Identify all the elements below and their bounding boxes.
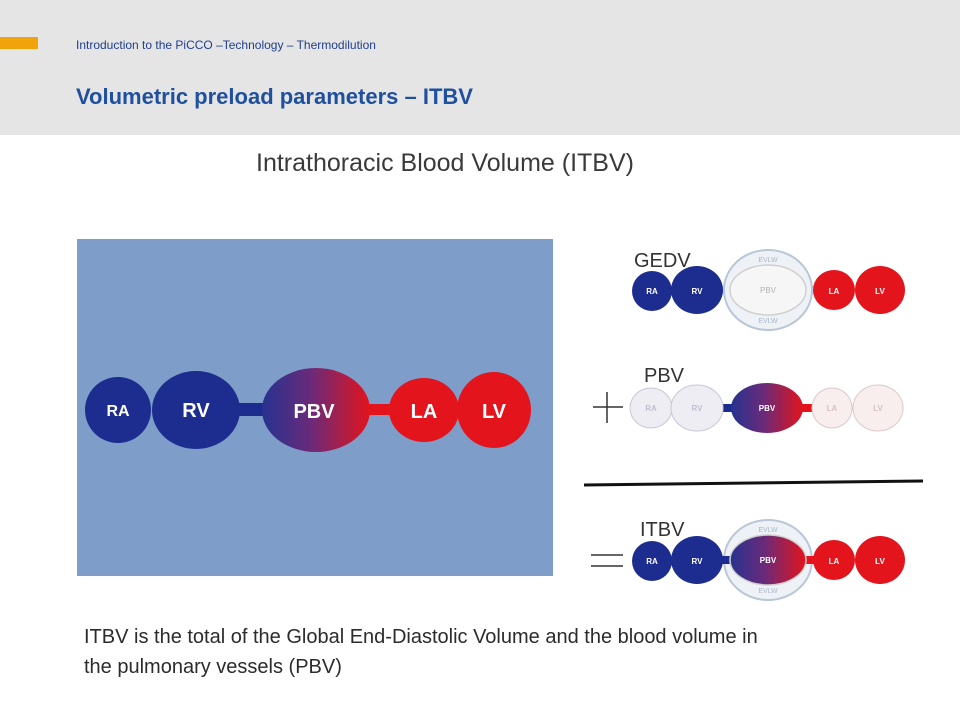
main-chamber-lv <box>457 372 531 448</box>
itbv-chamber-la <box>813 540 855 580</box>
main-label-lv: LV <box>482 401 507 423</box>
slide-title: Volumetric preload parameters – ITBV <box>76 84 473 109</box>
pbv-diagram: RA RV PBV LA LV <box>629 383 904 433</box>
plus-sign-icon <box>593 392 623 423</box>
main-label-la: LA <box>411 401 438 423</box>
gedv-chamber-lv <box>855 266 905 314</box>
caption-line-1: ITBV is the total of the Global End-Dias… <box>84 626 758 648</box>
pbv-label: PBV <box>644 365 685 387</box>
pbv-row-label-pbv: PBV <box>759 404 776 413</box>
diagram-title: Intrathoracic Blood Volume (ITBV) <box>256 149 634 177</box>
itbv-chamber-lv <box>855 536 905 584</box>
gedv-label-rv: RV <box>692 287 704 296</box>
gedv-label-pbv: PBV <box>760 286 777 295</box>
gedv-label: GEDV <box>634 250 691 272</box>
pbv-row-label-la: LA <box>827 404 838 413</box>
slide-header: Introduction to the PiCCO –Technology – … <box>0 0 960 135</box>
itbv-chamber-pbv <box>729 534 807 586</box>
pbv-connector-right <box>798 404 814 412</box>
itbv-label-rv: RV <box>692 557 704 566</box>
main-chamber-rv <box>152 371 240 449</box>
itbv-connector-left <box>718 556 734 564</box>
pbv-row-label-ra: RA <box>645 404 657 413</box>
pbv-row-chamber-la <box>811 387 853 429</box>
itbv-evlw-bottom: EVLW <box>758 588 778 595</box>
main-connector-rv-pbv <box>232 403 272 416</box>
gedv-chamber-rv <box>671 266 723 314</box>
sum-divider-line <box>583 479 924 487</box>
gedv-evlw-bottom: EVLW <box>758 318 778 325</box>
itbv-label: ITBV <box>640 519 685 541</box>
gedv-chamber-pbv <box>729 264 807 316</box>
main-label-pbv: PBV <box>293 401 335 423</box>
main-connector-pbv-la <box>366 404 396 415</box>
pbv-row-chamber-pbv <box>731 383 803 433</box>
header-kicker: Introduction to the PiCCO –Technology – … <box>76 38 376 52</box>
main-chamber-chain: RA RV PBV LA LV <box>85 368 531 452</box>
gedv-chamber-ra <box>632 271 672 311</box>
main-chamber-ra <box>85 377 151 443</box>
pbv-connector-left <box>718 404 738 412</box>
itbv-connector-right <box>802 556 818 564</box>
itbv-label-lv: LV <box>875 557 885 566</box>
itbv-chamber-rv <box>671 536 723 584</box>
caption-line-2: the pulmonary vessels (PBV) <box>84 656 342 678</box>
definition-caption: ITBV is the total of the Global End-Dias… <box>84 622 758 682</box>
pbv-row-label-rv: RV <box>692 404 704 413</box>
main-label-rv: RV <box>182 400 210 422</box>
pbv-row-label-lv: LV <box>873 404 883 413</box>
gedv-label-lv: LV <box>875 287 885 296</box>
gedv-diagram: EVLW EVLW RA RV PBV LA LV <box>632 249 905 331</box>
itbv-chamber-ra <box>632 541 672 581</box>
pbv-row-chamber-lv <box>852 384 904 432</box>
main-chamber-pbv <box>262 368 370 452</box>
gedv-label-ra: RA <box>646 287 658 296</box>
gedv-label-la: LA <box>829 287 840 296</box>
gedv-evlw-top: EVLW <box>758 257 778 264</box>
main-label-ra: RA <box>106 403 130 420</box>
itbv-label-ra: RA <box>646 557 658 566</box>
pbv-row-chamber-rv <box>670 384 724 432</box>
itbv-label-la: LA <box>829 557 840 566</box>
itbv-diagram: EVLW EVLW RA RV PBV LA LV <box>632 519 905 601</box>
main-chamber-la <box>389 378 459 442</box>
itbv-evlw-top: EVLW <box>758 527 778 534</box>
gedv-chamber-la <box>813 270 855 310</box>
itbv-label-pbv: PBV <box>760 556 777 565</box>
equals-sign-icon <box>591 554 623 567</box>
header-accent-bar <box>0 37 38 49</box>
